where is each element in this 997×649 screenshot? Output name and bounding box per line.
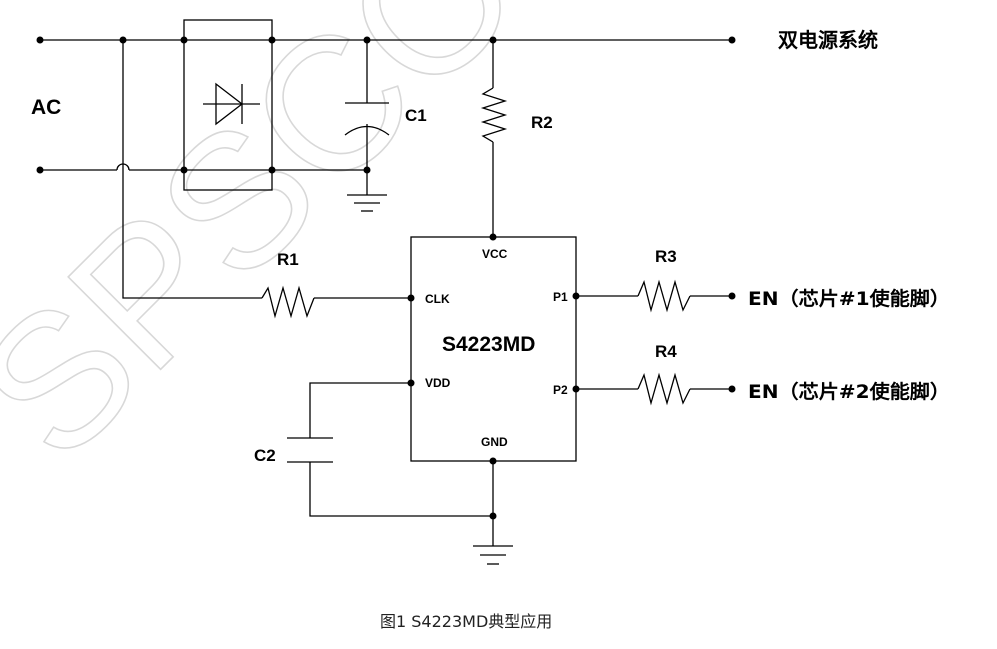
en1-label: EN（芯片#1使能脚）	[748, 287, 950, 310]
pin-gnd-label: GND	[481, 435, 508, 449]
terminal-ac-top	[36, 36, 44, 44]
junction-c1-bottom	[363, 166, 371, 174]
chip-name: S4223MD	[442, 333, 535, 356]
junction-vdd	[407, 379, 415, 387]
ground-symbol-bottom	[473, 545, 513, 565]
c2-label: C2	[254, 446, 276, 465]
pin-vcc-label: VCC	[482, 247, 508, 261]
junction-rect-tr	[268, 36, 276, 44]
terminal-en1	[728, 292, 736, 300]
dual-supply-label: 双电源系统	[778, 28, 878, 52]
r2-resistor	[480, 87, 508, 143]
ac-label: AC	[31, 96, 61, 119]
r1-resistor	[261, 285, 315, 319]
junction-p1	[572, 292, 580, 300]
junction-gnd-bottom	[489, 512, 497, 520]
ground-symbol-top	[347, 194, 387, 212]
junction-clk	[407, 294, 415, 302]
r1-label: R1	[277, 250, 299, 269]
vdd-to-c2-wire	[309, 382, 411, 438]
junction-rect-bl	[180, 166, 188, 174]
r4-resistor	[637, 372, 691, 406]
svg-text:SPSCON: SPSCON	[0, 0, 657, 500]
junction-left-branch	[119, 36, 127, 44]
junction-dots	[36, 36, 736, 520]
r3-resistor	[637, 279, 691, 313]
ac-to-r1-wire	[122, 40, 262, 299]
en2-label: EN（芯片#2使能脚）	[748, 380, 950, 403]
diode-symbol	[203, 82, 260, 126]
junction-rect-tl	[180, 36, 188, 44]
pin-clk-label: CLK	[425, 292, 450, 306]
junction-r2-top	[489, 36, 497, 44]
pin-vdd-label: VDD	[425, 376, 451, 390]
terminal-en2	[728, 385, 736, 393]
rectifier-box	[183, 19, 273, 191]
pin-p2-label: P2	[553, 383, 568, 397]
junction-gnd	[489, 457, 497, 465]
r2-label: R2	[531, 113, 553, 132]
r4-label: R4	[655, 342, 677, 361]
figure-caption: 图1 S4223MD典型应用	[380, 612, 552, 631]
c2-to-gnd-wire	[309, 462, 493, 517]
terminal-ac-bottom	[36, 166, 44, 174]
terminal-dual-supply	[728, 36, 736, 44]
junction-vcc	[489, 233, 497, 241]
watermark: SPSCON	[0, 0, 657, 500]
junction-c1-top	[363, 36, 371, 44]
junction-p2	[572, 385, 580, 393]
pin-p1-label: P1	[553, 290, 568, 304]
junction-rect-br	[268, 166, 276, 174]
c1-label: C1	[405, 106, 427, 125]
r3-label: R3	[655, 247, 677, 266]
